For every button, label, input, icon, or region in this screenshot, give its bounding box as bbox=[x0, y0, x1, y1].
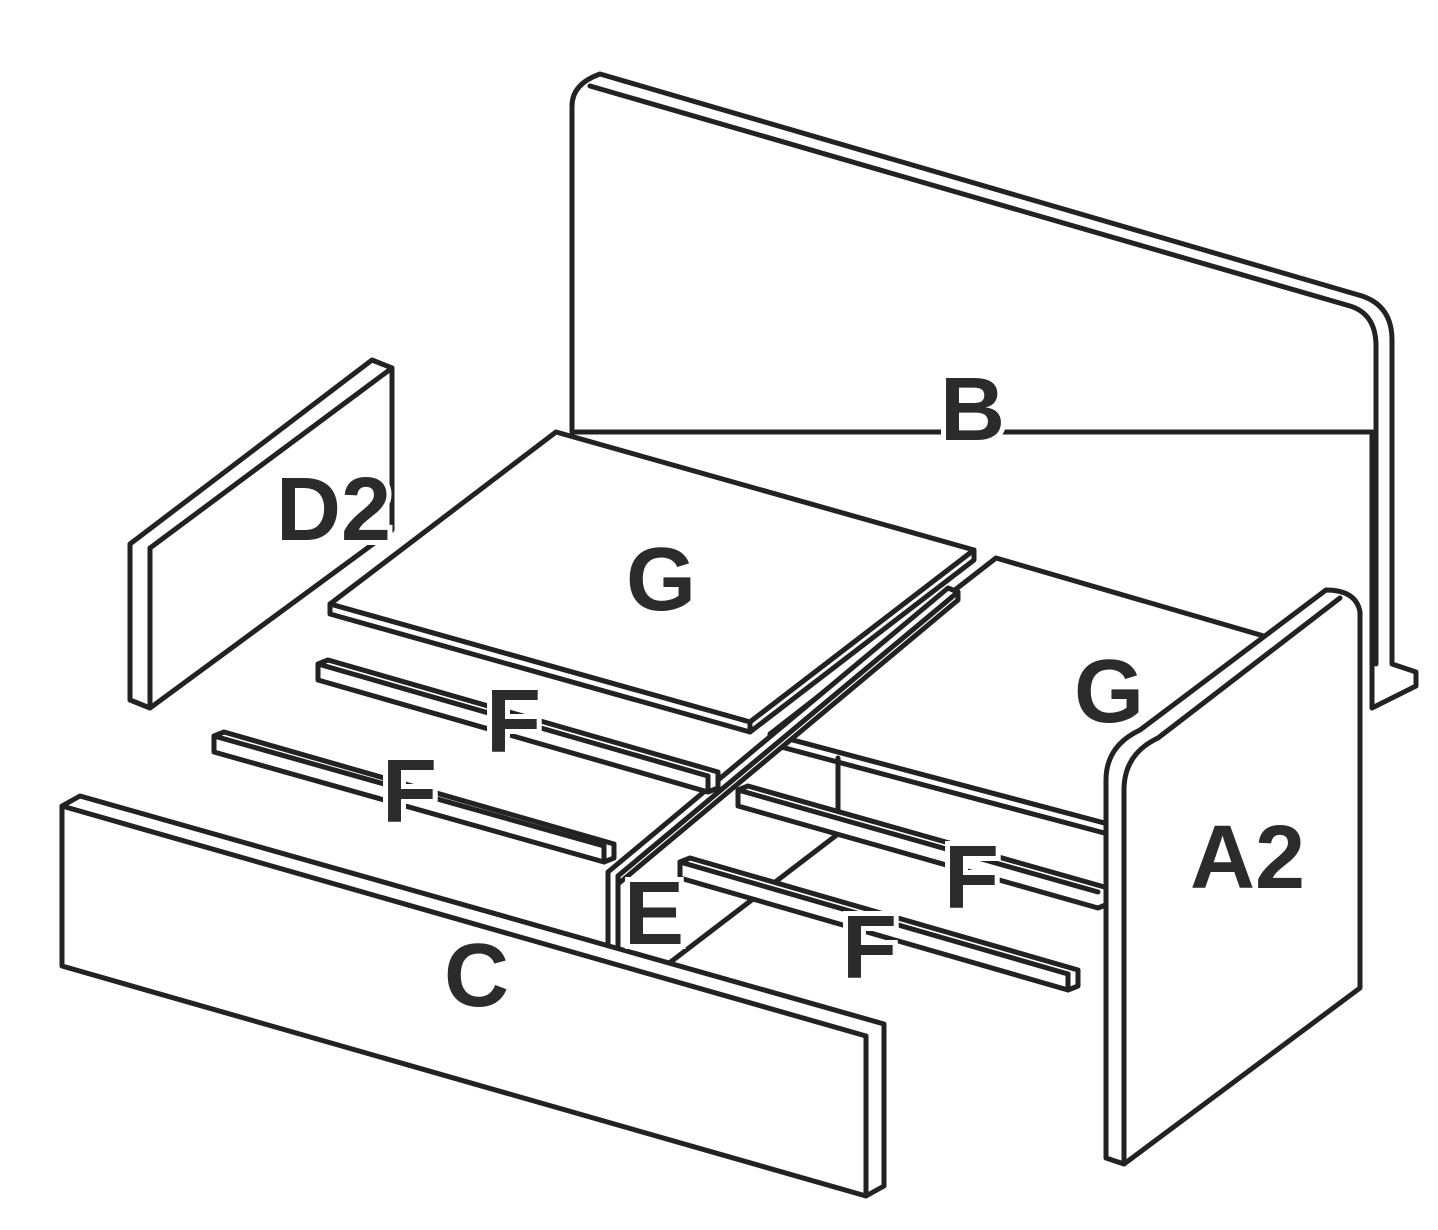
slat-rear-left bbox=[315, 657, 721, 795]
label-seat-board-left: G bbox=[626, 530, 696, 630]
label-front-panel: C bbox=[444, 926, 509, 1026]
front-panel bbox=[59, 793, 887, 1199]
slat-front-left bbox=[211, 729, 617, 865]
label-seat-board-right: G bbox=[1074, 642, 1144, 742]
slat-front-right bbox=[677, 855, 1081, 993]
right-side-panel bbox=[1103, 587, 1363, 1167]
label-slat-rear-left: F bbox=[486, 672, 541, 772]
left-side-panel bbox=[127, 357, 395, 711]
label-slat-front-right: F bbox=[842, 898, 897, 998]
label-slat-rear-right: F bbox=[944, 828, 999, 928]
seat-board-left bbox=[327, 429, 977, 735]
back-panel bbox=[569, 71, 1419, 711]
label-left-side-panel: D2 bbox=[276, 460, 391, 560]
label-slat-front-left: F bbox=[382, 742, 437, 842]
label-back-panel: B bbox=[940, 360, 1005, 460]
label-center-divider: E bbox=[624, 864, 684, 964]
label-right-side-panel: A2 bbox=[1190, 808, 1305, 908]
